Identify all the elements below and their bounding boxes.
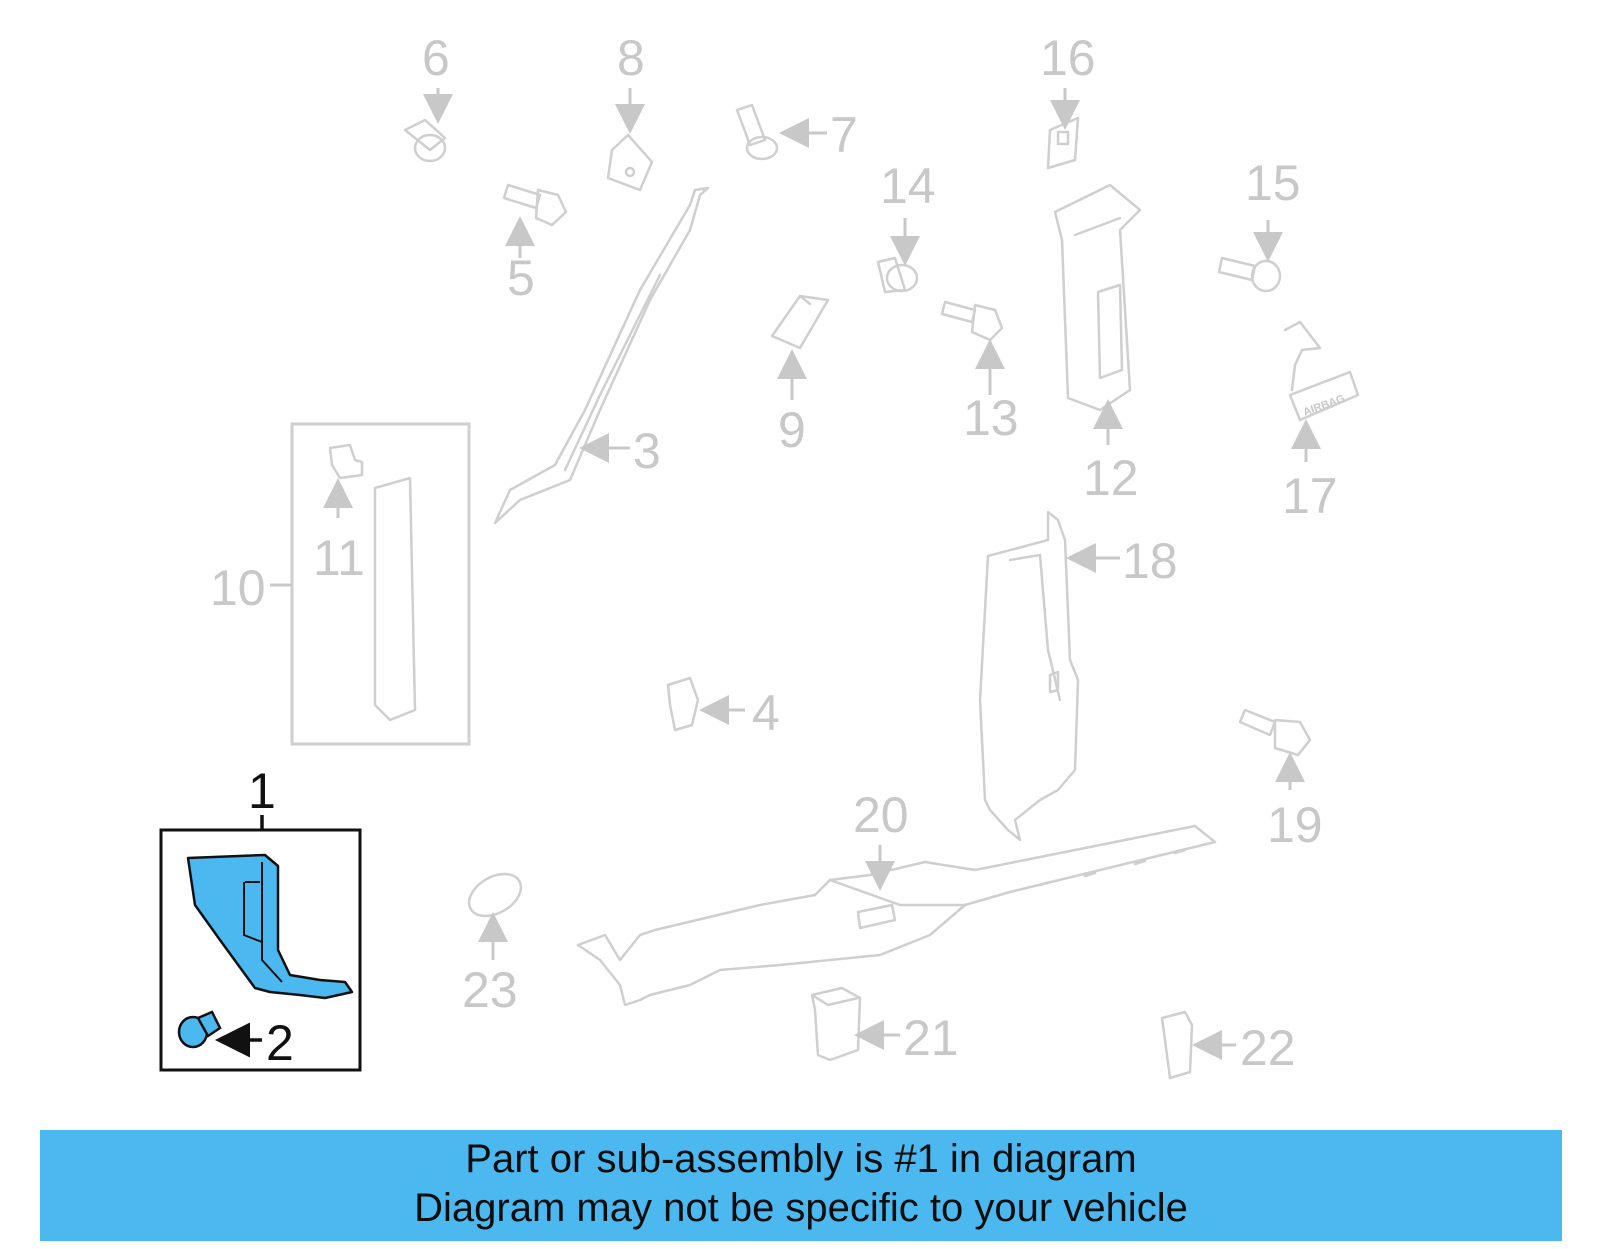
callout-9: 9: [778, 402, 806, 458]
callout-17: 17: [1282, 468, 1338, 524]
callout-3: 3: [633, 423, 661, 479]
callout-6: 6: [422, 30, 450, 86]
info-banner: Part or sub-assembly is #1 in diagram Di…: [40, 1130, 1562, 1241]
callout-1: 1: [248, 763, 276, 819]
part-10-group: 11 10: [210, 422, 471, 746]
part-12-pillar-upper: 12: [1053, 183, 1142, 506]
callout-22: 22: [1240, 1020, 1296, 1076]
callout-4: 4: [752, 685, 780, 741]
part-20-scuff-plate: 20: [576, 787, 1217, 1007]
banner-line-disclaimer: Diagram may not be specific to your vehi…: [414, 1186, 1188, 1230]
callout-11: 11: [313, 530, 365, 586]
part-13-bolt: 13: [940, 300, 1019, 446]
callout-5: 5: [507, 250, 535, 306]
callout-19: 19: [1267, 797, 1323, 853]
part-19-bolt: 19: [1238, 708, 1323, 853]
part-15-bolt: 15: [1217, 155, 1301, 293]
part-5-bolt: 5: [502, 183, 568, 306]
callout-12: 12: [1083, 450, 1139, 506]
part-9-pad: 9: [770, 294, 830, 458]
part-1-box: [159, 828, 362, 1072]
part-6-clip: 6: [403, 30, 453, 163]
part-1-highlighted-group: 1 2: [159, 763, 362, 1072]
part-7-bolt: 7: [735, 103, 858, 163]
part-1-kick-panel: [186, 853, 354, 1000]
callout-23: 23: [462, 962, 518, 1018]
part-22-clip: 22: [1160, 1010, 1296, 1080]
callout-18: 18: [1122, 533, 1178, 589]
part-4-clip: 4: [666, 676, 780, 741]
part-2-clip: 2: [177, 1010, 294, 1071]
callout-20: 20: [853, 787, 909, 843]
part-3-pillar-trim: 3: [493, 186, 710, 525]
airbag-marking: AIRBAG: [1302, 393, 1347, 419]
banner-line-part: Part or sub-assembly is #1 in diagram: [465, 1137, 1137, 1181]
part-21-clip: 21: [810, 986, 959, 1066]
part-14-clip: 14: [876, 158, 936, 294]
part-23-plug: 23: [462, 872, 523, 1018]
callout-15: 15: [1245, 155, 1301, 211]
callout-13: 13: [963, 390, 1019, 446]
callout-21: 21: [903, 1010, 959, 1066]
part-8-bracket: 8: [606, 30, 654, 192]
callout-2: 2: [266, 1015, 294, 1071]
callout-10: 10: [210, 560, 266, 616]
part-17-airbag-tag: AIRBAG 17: [1282, 320, 1360, 524]
part-18-pillar-lower: 18: [978, 510, 1178, 842]
callout-8: 8: [617, 30, 645, 86]
callout-16: 16: [1040, 30, 1096, 86]
callout-14: 14: [880, 158, 936, 214]
callout-7: 7: [830, 107, 858, 163]
part-16-clip: 16: [1040, 30, 1096, 170]
